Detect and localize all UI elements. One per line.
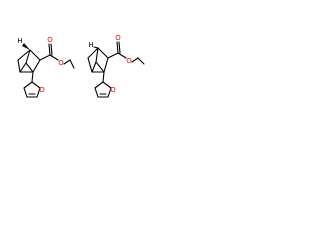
atom-h-right: H xyxy=(88,41,93,49)
bond xyxy=(87,57,93,73)
bond xyxy=(49,54,59,61)
bond xyxy=(17,59,21,73)
bond xyxy=(102,71,105,83)
bond xyxy=(131,57,139,63)
bond xyxy=(118,41,121,54)
bond xyxy=(31,81,41,89)
bond xyxy=(29,49,41,61)
bond xyxy=(91,61,97,73)
bond xyxy=(39,54,51,61)
chemical-structure-diagram: H O O O H O O xyxy=(17,34,145,98)
bond xyxy=(25,49,31,64)
stereo-wedge xyxy=(22,43,30,50)
bond xyxy=(93,46,99,49)
atom-o-carbonyl-left: O xyxy=(47,36,53,44)
bond xyxy=(95,47,99,63)
atom-o-furan-right: O xyxy=(110,86,116,94)
atom-o-carbonyl-right: O xyxy=(115,34,121,42)
bond xyxy=(23,81,33,89)
bond xyxy=(32,59,41,73)
atom-o-ester-left: O xyxy=(58,59,64,67)
atom-o-furan-left: O xyxy=(39,86,45,94)
bond xyxy=(63,59,71,65)
bond xyxy=(116,41,119,54)
bond xyxy=(17,49,31,61)
right-molecule: H O O O xyxy=(87,34,145,98)
bond xyxy=(103,57,109,73)
bond xyxy=(107,87,112,98)
bond xyxy=(94,87,99,98)
bond xyxy=(19,62,27,73)
bond xyxy=(95,61,105,73)
atom-h-left: H xyxy=(17,37,22,45)
structure-canvas: H O O O H O O xyxy=(0,0,152,152)
bond xyxy=(107,52,119,59)
bond xyxy=(36,87,41,98)
bond xyxy=(137,57,145,65)
left-molecule: H O O O xyxy=(17,36,75,98)
bond xyxy=(94,81,104,89)
bond xyxy=(48,43,51,56)
bond xyxy=(23,87,28,98)
bond xyxy=(87,47,99,59)
bond xyxy=(102,81,112,89)
atom-o-ester-right: O xyxy=(126,57,132,65)
bond xyxy=(97,47,109,59)
bond xyxy=(31,71,34,83)
bond xyxy=(25,62,34,73)
bond xyxy=(69,59,75,69)
bond xyxy=(50,43,53,56)
bond xyxy=(117,52,127,59)
